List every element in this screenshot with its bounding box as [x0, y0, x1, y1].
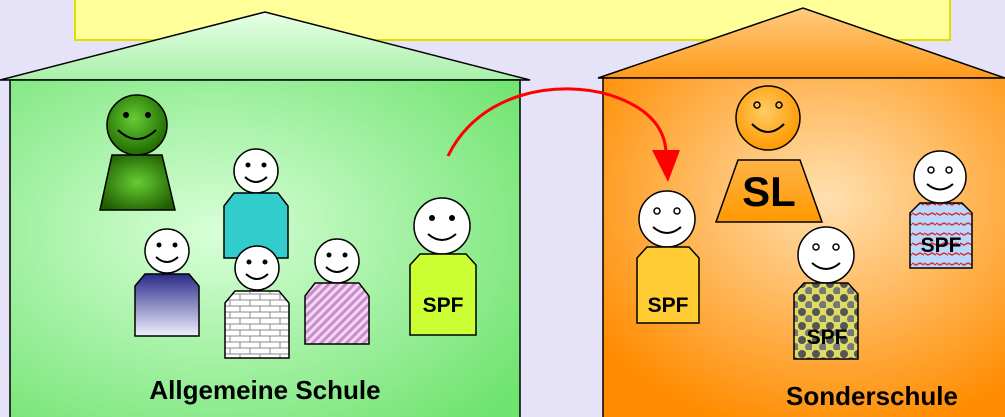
student-navy [134, 228, 200, 337]
spf-badge-blue: SPF [921, 234, 962, 257]
leader-figure: SL [714, 85, 824, 223]
spf-badge-pattern: SPF [807, 326, 848, 349]
spf-badge-left: SPF [423, 294, 464, 317]
teacher-figure [99, 94, 176, 211]
student-spf-pattern: SPF [793, 226, 859, 360]
student-brick [224, 245, 290, 359]
student-spf-yellow: SPF [636, 190, 700, 324]
teacher-body [99, 154, 176, 211]
spf-badge-yellow: SPF [648, 294, 689, 317]
leader-label: SL [742, 168, 796, 215]
arrow-head [652, 150, 680, 182]
teacher-head [106, 94, 168, 156]
student-pink [304, 238, 370, 345]
transfer-arrow [446, 87, 680, 182]
student-spf-blue: SPF [909, 150, 973, 269]
student-teal [223, 148, 289, 259]
left-house-caption: Allgemeine Schule [149, 375, 380, 405]
right-house-caption: Sonderschule [786, 381, 958, 411]
student-spf-left: SPF [409, 197, 477, 336]
